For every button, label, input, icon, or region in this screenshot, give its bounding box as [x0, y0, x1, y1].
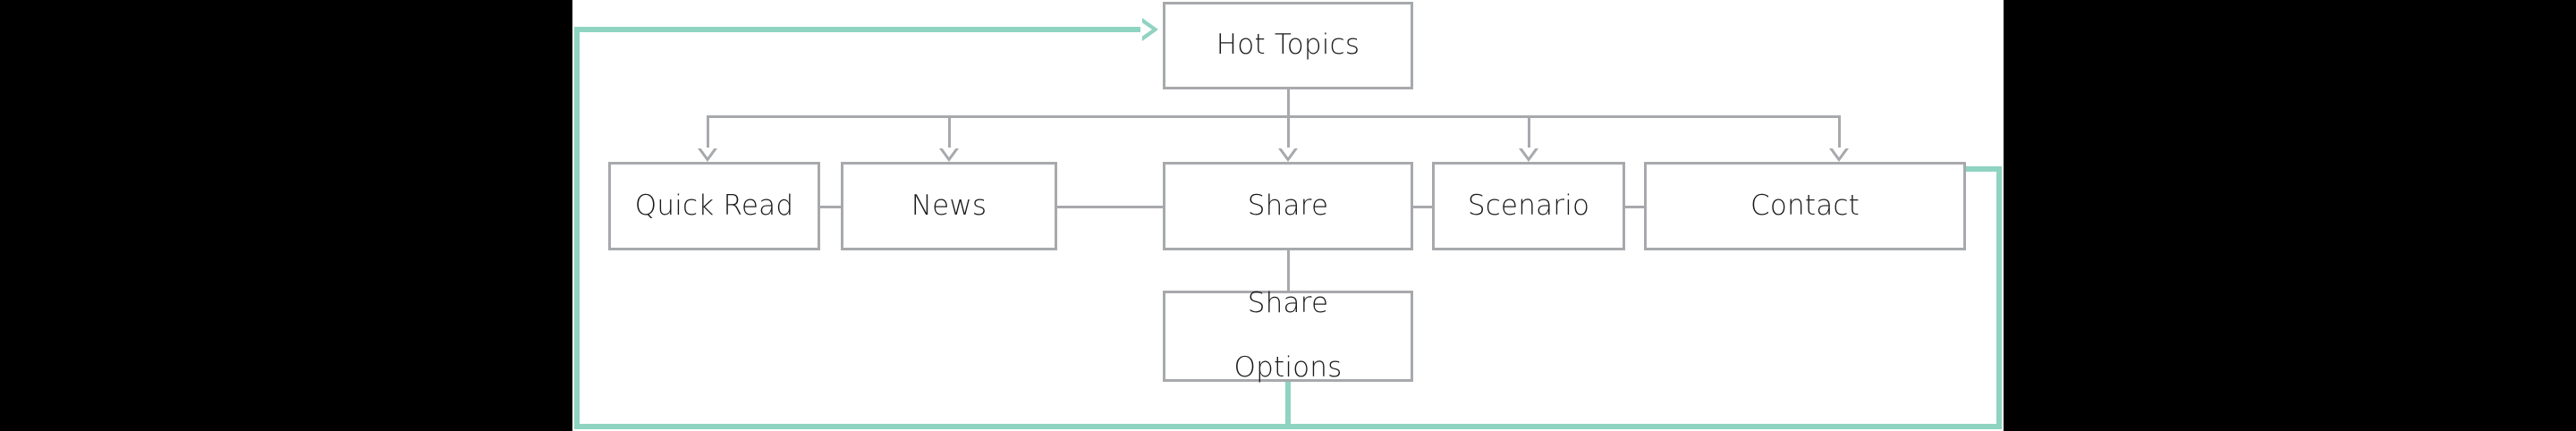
connector-drop-scenario: [1528, 115, 1530, 149]
highlight-right-segment: [1996, 166, 2002, 429]
arrowhead-quick-read-icon: [698, 148, 717, 162]
arrowhead-contact-icon: [1829, 148, 1849, 162]
diagram-stage: Hot Topics Quick Read News Share Scenari…: [572, 0, 2004, 431]
node-share-options-line2: Options: [1233, 351, 1343, 384]
node-share-options[interactable]: Share Options: [1163, 287, 1413, 385]
connector-share-to-scenario: [1413, 206, 1432, 208]
node-quick-read-label: Quick Read: [634, 189, 794, 222]
node-contact-label: Contact: [1750, 189, 1860, 222]
node-share[interactable]: Share: [1163, 162, 1413, 250]
highlight-arrow-icon: [1140, 18, 1158, 41]
node-share-options-label: Share Options: [1165, 287, 1411, 385]
connector-drop-share: [1287, 115, 1290, 149]
node-share-options-line1: Share: [1247, 287, 1329, 320]
connector-drop-news: [948, 115, 951, 149]
highlight-bottom-segment: [574, 424, 2002, 429]
arrowhead-share-icon: [1278, 148, 1298, 162]
node-quick-read[interactable]: Quick Read: [608, 162, 820, 250]
node-news-label: News: [911, 189, 987, 222]
connector-distribution-bus: [707, 115, 1841, 118]
highlight-left-segment: [574, 27, 580, 429]
node-scenario-label: Scenario: [1467, 189, 1590, 222]
node-hot-topics[interactable]: Hot Topics: [1163, 2, 1413, 89]
connector-news-to-share: [1057, 206, 1163, 208]
arrowhead-scenario-icon: [1519, 148, 1538, 162]
connector-share-to-share-options: [1287, 249, 1290, 292]
connector-root-to-bus: [1287, 88, 1290, 118]
connector-quick-read-to-news: [820, 206, 842, 208]
connector-scenario-to-contact: [1625, 206, 1644, 208]
node-share-label: Share: [1247, 189, 1329, 222]
node-news[interactable]: News: [841, 162, 1057, 250]
highlight-share-options-segment: [1285, 380, 1291, 427]
node-contact[interactable]: Contact: [1644, 162, 1966, 250]
connector-drop-contact: [1838, 115, 1841, 149]
node-scenario[interactable]: Scenario: [1432, 162, 1625, 250]
highlight-top-segment: [574, 27, 1141, 32]
highlight-contact-out-segment: [1963, 166, 2002, 172]
node-hot-topics-label: Hot Topics: [1216, 29, 1360, 62]
connector-drop-quick-read: [707, 115, 709, 149]
arrowhead-news-icon: [939, 148, 959, 162]
